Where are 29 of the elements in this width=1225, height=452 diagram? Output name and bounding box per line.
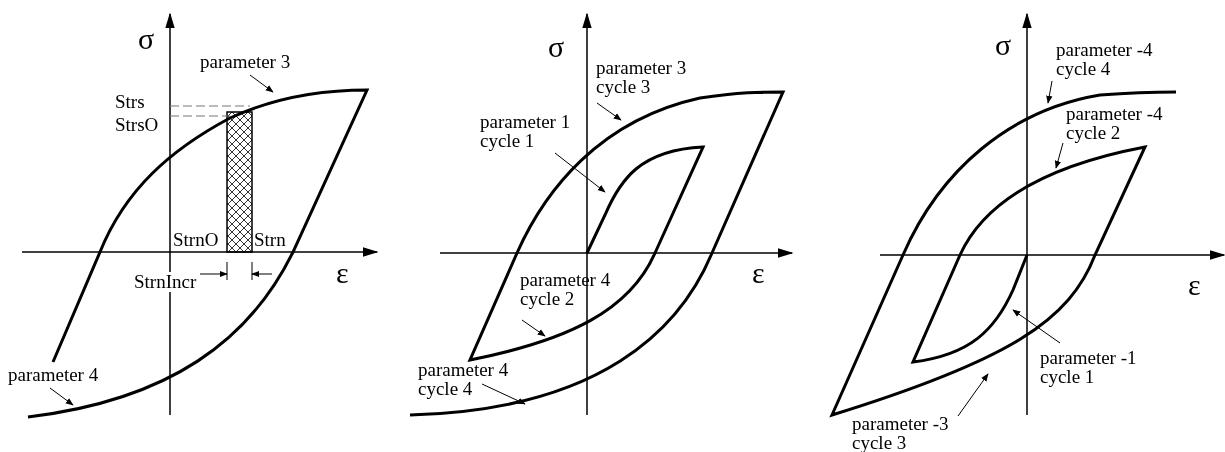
leader-arrow [1012, 309, 1061, 344]
curve-label: parameter 4 [8, 365, 100, 384]
value-label: StrnIncr [134, 272, 197, 292]
leader-arrow [1046, 80, 1053, 104]
leader-arrow [596, 102, 622, 121]
value-label: StrsO [115, 115, 159, 135]
curve-label: parameter 3 [200, 52, 292, 71]
leader-arrow [521, 319, 546, 337]
axis-label: ε [752, 258, 765, 288]
leader-arrow [49, 387, 74, 406]
curve-label: parameter -4 cycle 2 [1066, 104, 1164, 142]
axis-label: ε [336, 258, 349, 288]
leader-arrow [957, 373, 989, 417]
axis-label: σ [138, 24, 155, 54]
leader-arrow [249, 74, 274, 93]
curve-label: parameter 4 cycle 4 [418, 360, 510, 398]
curve-label: parameter -1 cycle 1 [1040, 348, 1138, 386]
axis-label: σ [548, 32, 565, 62]
axis-label: σ [995, 30, 1012, 60]
curve-label: parameter -4 cycle 4 [1056, 40, 1154, 78]
curve-label: parameter 3 cycle 3 [596, 58, 688, 96]
leader-arrow [481, 383, 526, 405]
value-label: Strn [254, 230, 286, 250]
value-label: StrnO [173, 230, 219, 250]
axis-label: ε [1188, 270, 1201, 300]
value-label: Strs [115, 92, 145, 112]
leader-arrow [1054, 142, 1064, 169]
leader-arrow [554, 152, 606, 193]
curve-label: parameter 1 cycle 1 [480, 112, 572, 150]
